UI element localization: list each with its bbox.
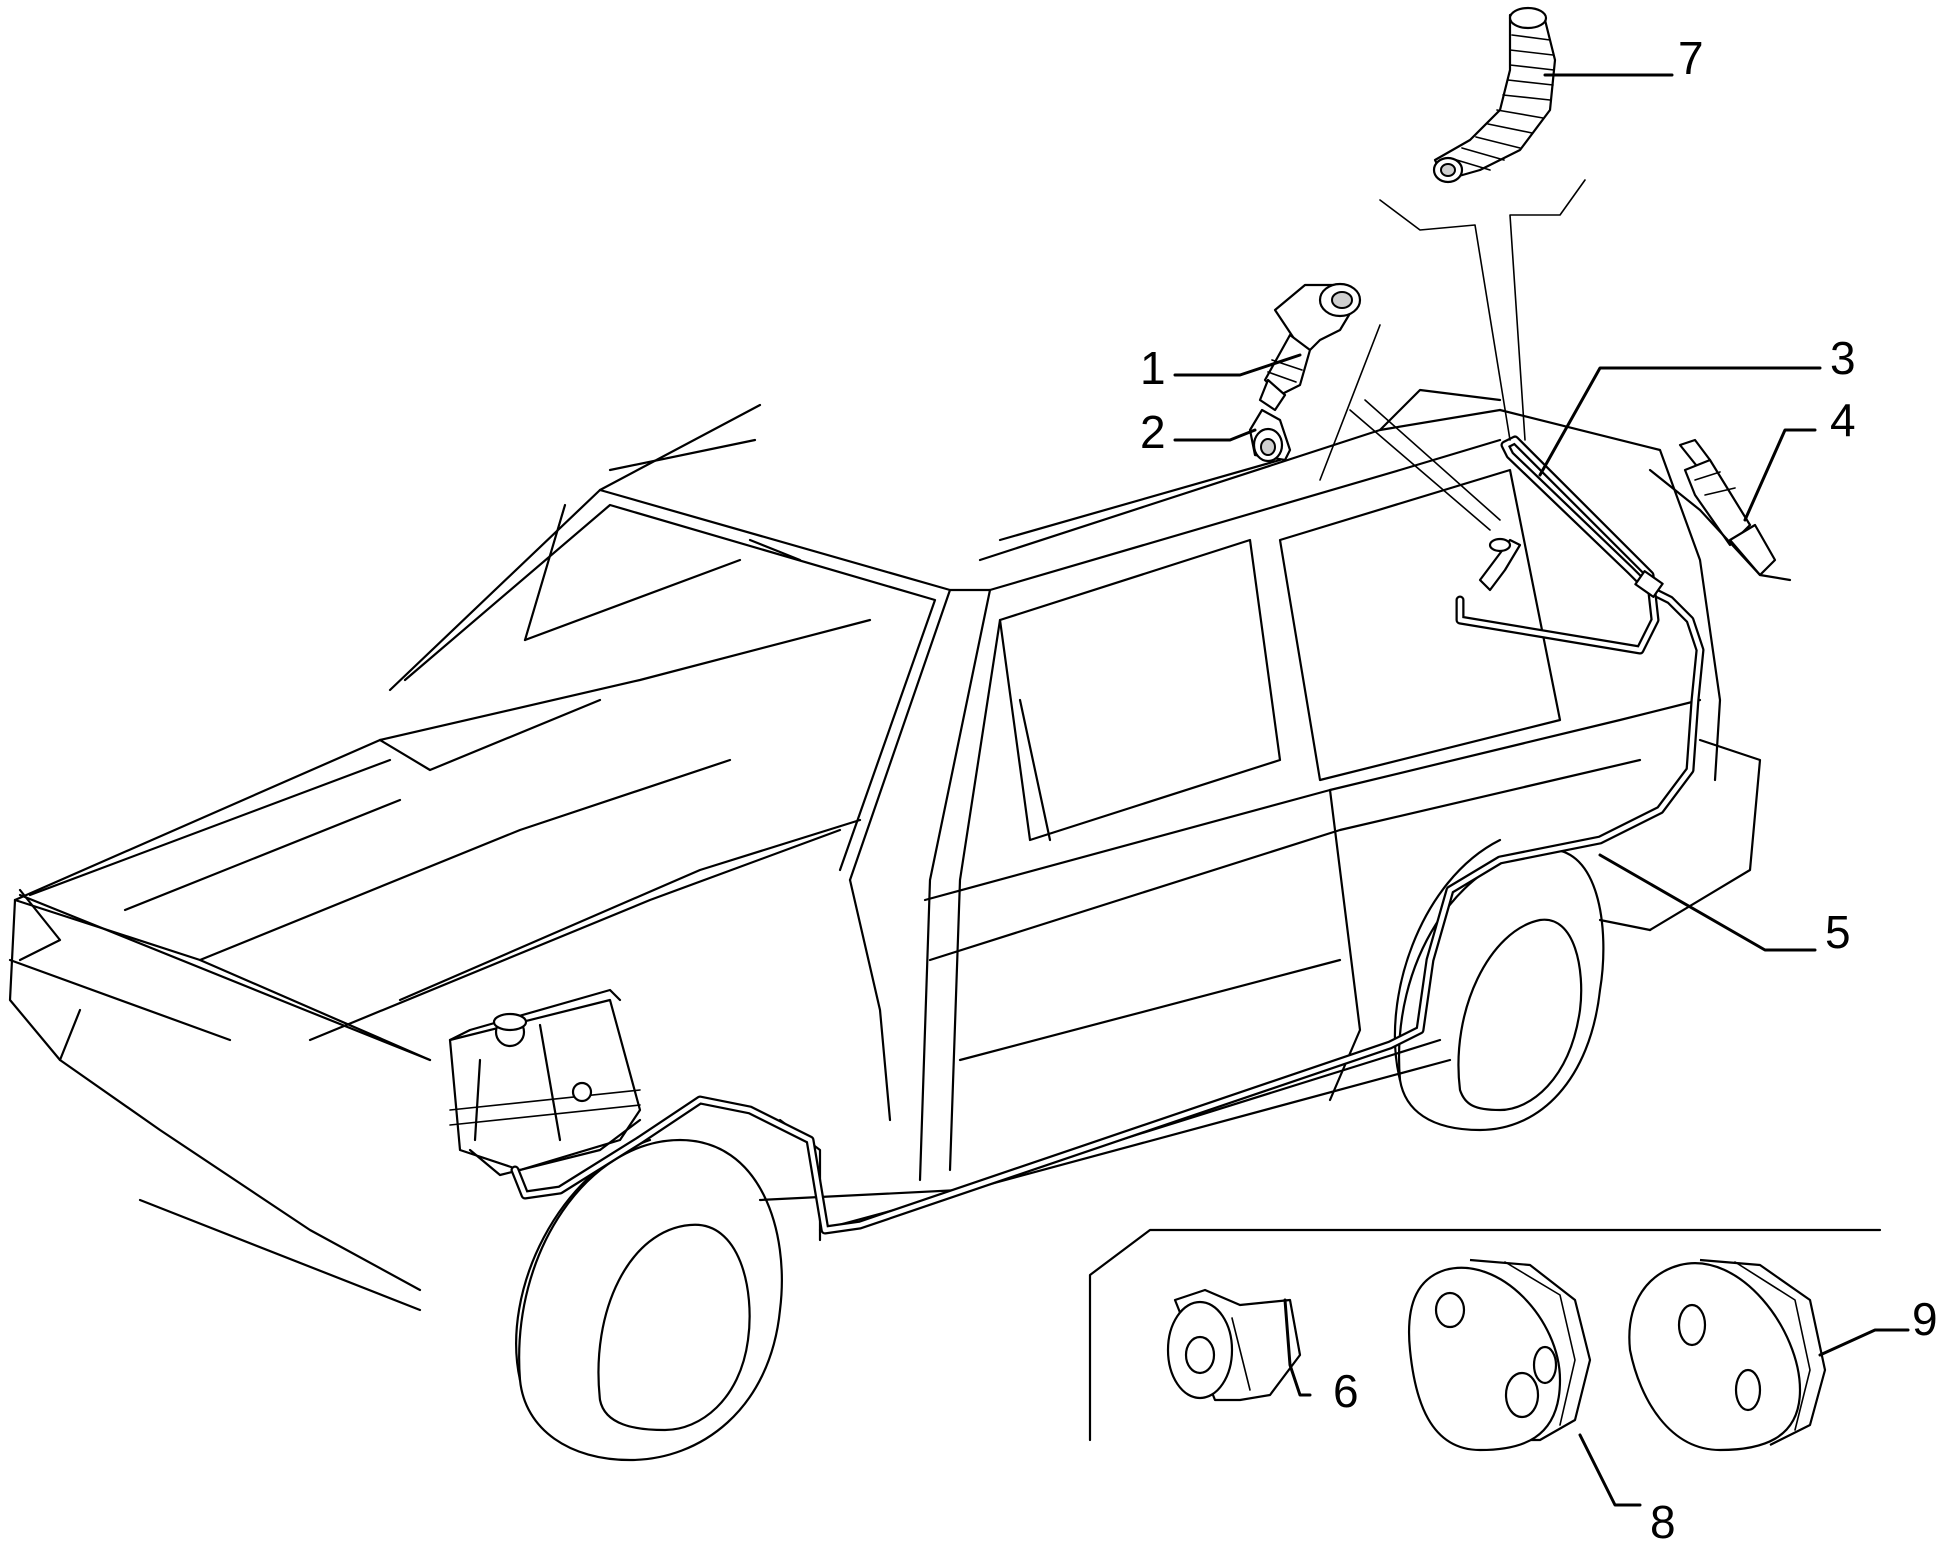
nozzle-small	[1478, 537, 1522, 592]
car-body-outline	[8, 388, 1762, 1312]
callout-8: 8	[1650, 1496, 1676, 1544]
callout-3: 3	[1830, 332, 1856, 384]
washer-reservoir	[448, 988, 642, 1177]
part-7-corrugated-sleeve	[1432, 6, 1557, 184]
callout-6: 6	[1333, 1365, 1359, 1417]
part-7-mounting-lines	[1379, 179, 1586, 441]
part-8-grommet	[1408, 1258, 1592, 1452]
callout-4: 4	[1830, 394, 1856, 446]
washer-pipe-3	[1455, 435, 1664, 655]
callout-labels: 1 2 3 4 5 6 7 8 9	[1140, 32, 1938, 1544]
part-9-grommet	[1628, 1258, 1827, 1452]
callout-leaders	[1173, 73, 1910, 1507]
inset-frame	[1088, 1228, 1882, 1442]
part-2-grommet	[1248, 408, 1292, 463]
part-6-grommet	[1166, 1288, 1302, 1402]
callout-7: 7	[1678, 32, 1704, 84]
callout-5: 5	[1825, 906, 1851, 958]
callout-9: 9	[1912, 1293, 1938, 1345]
part-1-nozzle	[1258, 282, 1362, 412]
front-wheel	[515, 1118, 822, 1462]
washer-pipe-5	[510, 585, 1705, 1235]
part-4-nozzle	[1648, 438, 1792, 582]
callout-1: 1	[1140, 342, 1166, 394]
part-1-mounting-lines	[1319, 324, 1501, 531]
callout-2: 2	[1140, 406, 1166, 458]
